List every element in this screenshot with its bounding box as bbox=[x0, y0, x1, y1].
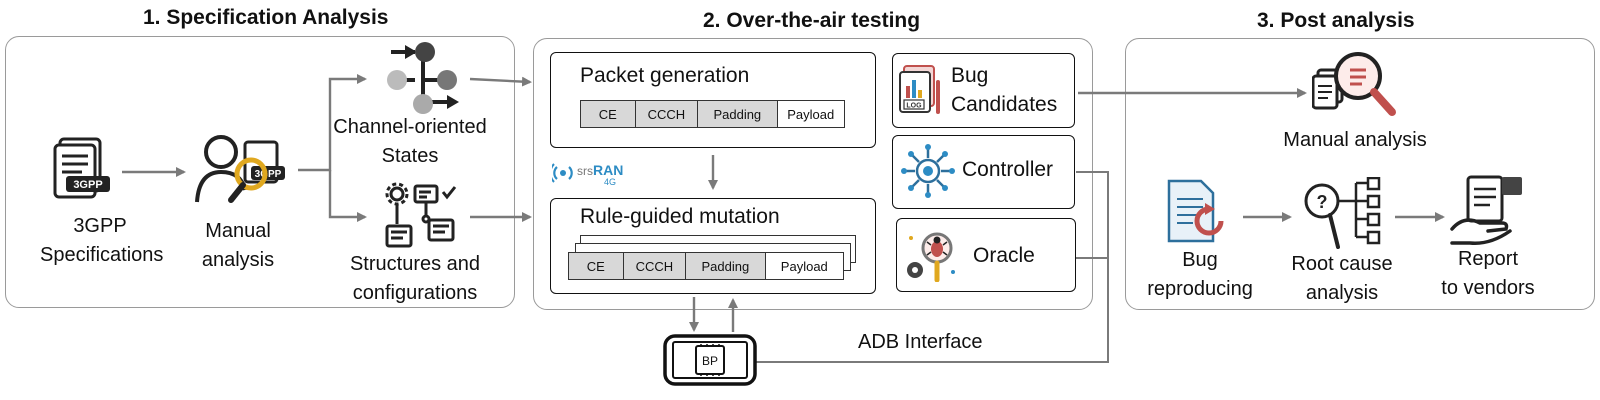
oracle-bug-detection-icon bbox=[907, 232, 955, 282]
packet-field-ce: CE bbox=[581, 101, 636, 127]
packet-structure: CE CCCH Padding Payload bbox=[580, 100, 845, 128]
state-transition-icon bbox=[387, 42, 459, 114]
svg-text:BP: BP bbox=[702, 354, 718, 368]
bug-reproducing-icon bbox=[1167, 179, 1224, 243]
svg-text:?: ? bbox=[1317, 192, 1328, 212]
mutation-field-ccch: CCCH bbox=[623, 253, 687, 279]
mutation-field-ce: CE bbox=[569, 253, 624, 279]
controller-box bbox=[892, 135, 1075, 209]
svg-text:LOG: LOG bbox=[906, 103, 922, 110]
root-cause-tree-icon: ? bbox=[1304, 177, 1381, 249]
structures-config-icon bbox=[385, 182, 457, 248]
controller-gear-network-icon bbox=[901, 144, 955, 198]
label-oracle: Oracle bbox=[973, 244, 1035, 267]
label-adb-interface: ADB Interface bbox=[858, 331, 983, 353]
section-title-post-analysis: 3. Post analysis bbox=[1257, 9, 1415, 32]
srsran-brand: srs bbox=[577, 164, 593, 178]
packet-field-ccch: CCCH bbox=[635, 101, 699, 127]
label-controller: Controller bbox=[962, 158, 1054, 181]
packet-field-padding: Padding bbox=[698, 101, 778, 127]
phone-baseband-icon: BP bbox=[663, 334, 757, 386]
mutated-packet-structure: CE CCCH Padding Payload bbox=[568, 252, 844, 280]
srsran-logo: srsRAN 4G bbox=[552, 158, 632, 188]
section-title-spec-analysis: 1. Specification Analysis bbox=[143, 6, 389, 29]
mutation-field-padding: Padding bbox=[686, 253, 766, 279]
mutation-field-payload: Payload bbox=[780, 258, 828, 274]
srsran-sub: 4G bbox=[604, 177, 617, 187]
analyst-magnifier-icon: 3GPP bbox=[195, 135, 285, 203]
manual-analysis-magnifier-icon bbox=[1312, 52, 1396, 116]
packet-field-payload: Payload bbox=[787, 106, 835, 122]
rule-guided-mutation-title: Rule-guided mutation bbox=[580, 205, 780, 228]
packet-generation-title: Packet generation bbox=[580, 64, 750, 87]
srsran-wave-icon bbox=[552, 163, 573, 183]
label-manual-analysis-post: Manual analysis bbox=[1283, 129, 1427, 151]
svg-text:3GPP: 3GPP bbox=[73, 179, 102, 191]
svg-text:3GPP: 3GPP bbox=[255, 169, 282, 180]
document-3gpp-icon: 3GPP bbox=[53, 137, 110, 199]
section-title-ota-testing: 2. Over-the-air testing bbox=[703, 9, 921, 32]
bug-log-report-icon: LOG bbox=[899, 65, 940, 114]
srsran-brand-bold: RAN bbox=[593, 162, 624, 178]
report-handover-icon bbox=[1450, 175, 1522, 245]
